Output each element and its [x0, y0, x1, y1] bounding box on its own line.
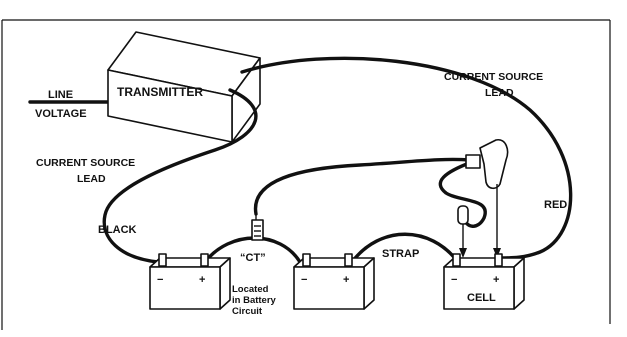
black-lead-wire	[102, 88, 258, 264]
battery-left-minus: −	[157, 274, 163, 286]
battery-left-plus: +	[199, 274, 205, 286]
battery-cell-minus: −	[451, 274, 457, 286]
battery-cell	[443, 253, 525, 310]
located-label-line1: Located	[232, 284, 269, 295]
current-source-lead-left-line1: CURRENT SOURCE	[36, 157, 135, 169]
battery-middle	[293, 253, 375, 310]
current-source-lead-left-line2: LEAD	[77, 173, 106, 185]
current-source-lead-right-line1: CURRENT SOURCE	[444, 71, 543, 83]
battery-middle-minus: −	[301, 274, 307, 286]
cell-label: CELL	[467, 292, 496, 304]
strap-label: STRAP	[382, 248, 419, 260]
ct-lead-wire	[253, 157, 472, 216]
transmitter-label: TRANSMITTER	[117, 85, 203, 99]
ct-clamp-icon	[251, 214, 264, 241]
black-label: BLACK	[98, 224, 137, 236]
frame	[1, 19, 611, 330]
voltage-label: VOLTAGE	[35, 108, 87, 120]
probe-tip-icon	[457, 205, 469, 258]
probe-wire	[438, 160, 487, 228]
strap-wire	[350, 232, 460, 264]
line-label: LINE	[48, 89, 73, 101]
clamp-probe-icon	[465, 139, 509, 258]
located-label-line2: in Battery	[232, 295, 277, 306]
red-label: RED	[544, 199, 567, 211]
located-label-line3: Circuit	[232, 306, 263, 317]
ct-label: “CT”	[240, 252, 266, 264]
battery-middle-plus: +	[343, 274, 349, 286]
current-source-lead-right-line2: LEAD	[485, 87, 514, 99]
red-lead-wire	[240, 56, 573, 260]
battery-cell-plus: +	[493, 274, 499, 286]
battery-left	[149, 253, 231, 310]
